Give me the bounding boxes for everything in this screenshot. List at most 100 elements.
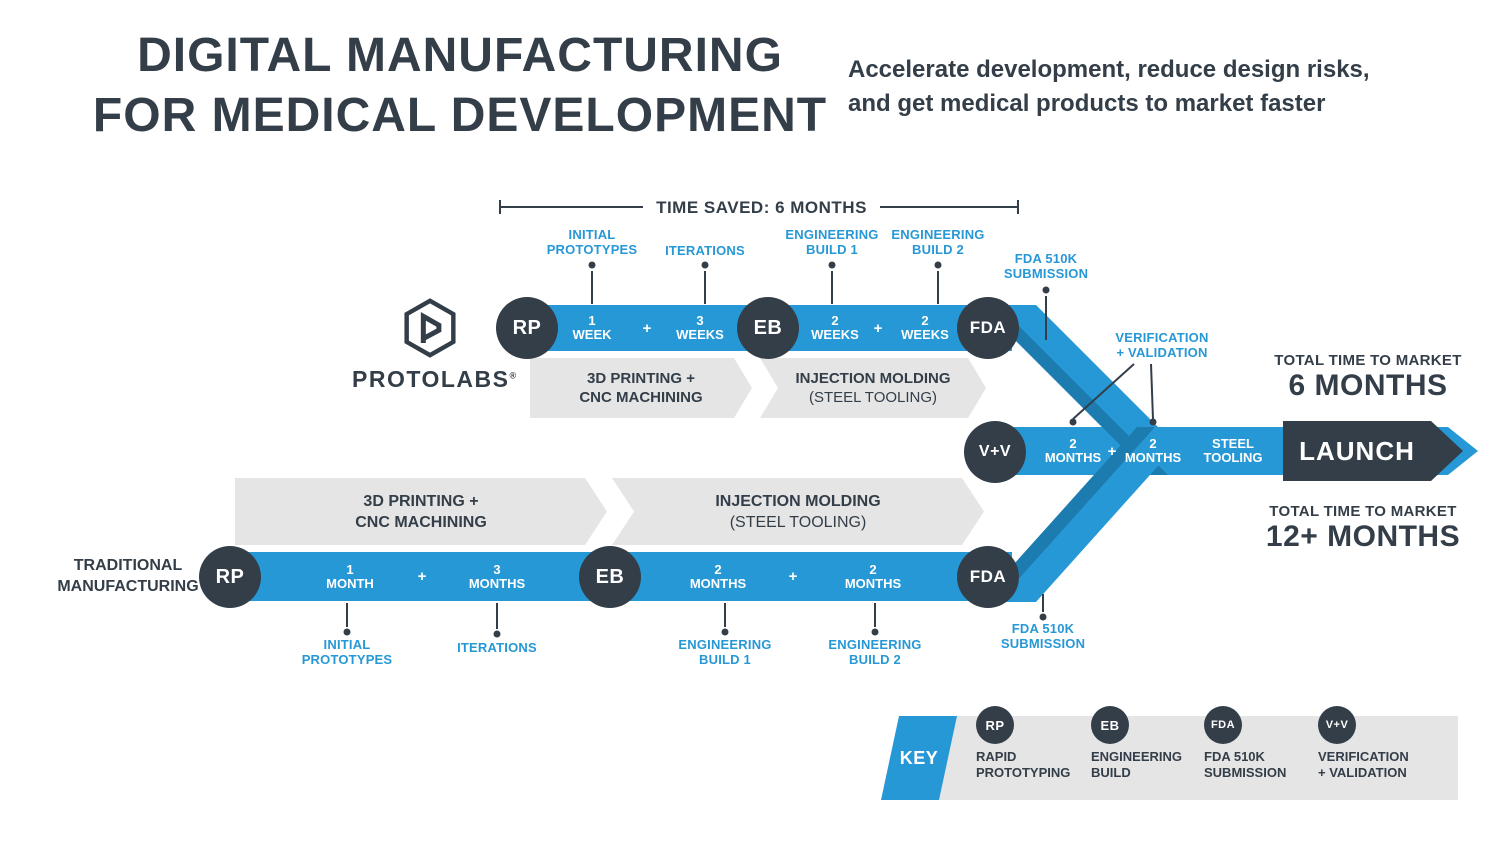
digital-plus-1: + <box>642 319 652 337</box>
digital-callout-engineering-build-1: ENGINEERING BUILD 1 <box>782 227 882 257</box>
key-badge-eb: EB <box>1091 706 1129 744</box>
seg-unit: MONTHS <box>1124 450 1182 465</box>
traditional-callout-initial-prototypes: INITIAL PROTOTYPES <box>297 637 397 667</box>
digital-callout-fda-510k: FDA 510K SUBMISSION <box>996 251 1096 281</box>
key-item-line: FDA 510K <box>1204 749 1265 764</box>
callout-line: BUILD 2 <box>849 652 901 667</box>
digital-seg-1: 1 WEEK <box>562 305 622 351</box>
key-title: KEY <box>899 747 939 768</box>
launch-arrow <box>1283 421 1463 481</box>
phase-box-text: (STEEL TOOLING) <box>729 513 867 531</box>
callout-line: ENGINEERING <box>891 227 985 242</box>
seg-number: 2 <box>921 313 929 328</box>
seg-number: 2 <box>1069 436 1077 451</box>
key-item-line: + VALIDATION <box>1318 765 1407 780</box>
seg-number: 1 <box>588 313 596 328</box>
page-title: DIGITAL MANUFACTURING FOR MEDICAL DEVELO… <box>90 26 830 146</box>
traditional-node-rp: RP <box>199 546 261 608</box>
traditional-seg-1: 1 MONTH <box>320 552 380 601</box>
seg-unit: MONTHS <box>844 575 902 591</box>
seg-unit: MONTHS <box>689 575 747 591</box>
key-item-verification-validation: VERIFICATION + VALIDATION <box>1318 749 1428 781</box>
merge-callout-verification-validation: VERIFICATION + VALIDATION <box>1106 330 1218 360</box>
protolabs-logo-icon <box>404 298 456 358</box>
digital-node-eb: EB <box>737 297 799 359</box>
digital-total-label: TOTAL TIME TO MARKET <box>1274 352 1462 369</box>
digital-seg-3: 2 WEEKS <box>805 305 865 351</box>
digital-node-fda: FDA <box>957 297 1019 359</box>
digital-callout-engineering-build-2: ENGINEERING BUILD 2 <box>888 227 988 257</box>
traditional-plus-2: + <box>788 568 798 585</box>
key-badge-rp: RP <box>976 706 1014 744</box>
seg-number: 2 <box>1149 436 1157 451</box>
seg-unit: MONTHS <box>468 575 526 591</box>
seg-unit: MONTHS <box>1044 450 1102 465</box>
key-item-line: VERIFICATION <box>1318 749 1409 764</box>
seg-number: 2 <box>869 561 877 577</box>
merge-node-vv: V+V <box>964 421 1026 483</box>
callout-line: INITIAL <box>568 227 616 242</box>
callout-line: SUBMISSION <box>1000 636 1086 651</box>
key-item-line: ENGINEERING <box>1091 749 1183 764</box>
merge-seg-2: 2 MONTHS <box>1123 427 1183 475</box>
callout-line: BUILD 2 <box>912 242 964 257</box>
traditional-total-value: 12+ MONTHS <box>1265 520 1461 553</box>
callout-line: VERIFICATION <box>1115 330 1209 345</box>
seg-unit: WEEKS <box>676 327 724 342</box>
callout-line: FDA 510K <box>1011 621 1075 636</box>
time-saved-bracket <box>499 200 1019 214</box>
key-badge-fda: FDA <box>1204 706 1242 744</box>
traditional-seg-4: 2 MONTHS <box>843 552 903 601</box>
digital-seg-2: 3 WEEKS <box>670 305 730 351</box>
key-item-rapid-prototyping: RAPID PROTOTYPING <box>976 749 1086 781</box>
seg-unit: WEEKS <box>811 327 859 342</box>
phase-box-text: CNC MACHINING <box>355 513 487 531</box>
seg-unit: MONTH <box>326 575 374 591</box>
traditional-callout-engineering-build-2: ENGINEERING BUILD 2 <box>825 637 925 667</box>
callout-line: BUILD 1 <box>806 242 858 257</box>
merge-seg-1: 2 MONTHS <box>1043 427 1103 475</box>
callout-line: INITIAL <box>323 637 371 652</box>
seg-number: 2 <box>714 561 722 577</box>
page-subtitle: Accelerate development, reduce design ri… <box>848 53 1428 121</box>
callout-line: FDA 510K <box>1014 251 1078 266</box>
registered-mark: ® <box>509 370 518 381</box>
traditional-phase-box-3d-printing: 3D PRINTING + CNC MACHINING <box>235 478 607 545</box>
phase-box-text: INJECTION MOLDING <box>715 492 881 510</box>
page-subtitle-line2: and get medical products to market faste… <box>848 90 1326 117</box>
digital-phase-box-3d-printing: 3D PRINTING + CNC MACHINING <box>530 358 752 418</box>
seg-number: 2 <box>831 313 839 328</box>
traditional-total-label: TOTAL TIME TO MARKET <box>1269 503 1457 520</box>
traditional-seg-2: 3 MONTHS <box>467 552 527 601</box>
key-item-line: SUBMISSION <box>1204 765 1287 780</box>
callout-line: ENGINEERING <box>828 637 922 652</box>
digital-callout-connectors <box>588 261 1050 340</box>
traditional-callout-fda-510k: FDA 510K SUBMISSION <box>993 621 1093 651</box>
seg-unit: WEEK <box>572 327 612 342</box>
phase-box-text: CNC MACHINING <box>579 389 703 406</box>
traditional-callout-engineering-build-1: ENGINEERING BUILD 1 <box>675 637 775 667</box>
steel-line: TOOLING <box>1203 450 1263 465</box>
callout-line: PROTOTYPES <box>301 652 393 667</box>
digital-callout-iterations: ITERATIONS <box>665 243 745 258</box>
traditional-seg-3: 2 MONTHS <box>688 552 748 601</box>
digital-seg-4: 2 WEEKS <box>895 305 955 351</box>
traditional-phase-box-injection-molding: INJECTION MOLDING (STEEL TOOLING) <box>612 478 984 545</box>
page-title-line1: DIGITAL MANUFACTURING <box>137 29 783 82</box>
seg-unit: WEEKS <box>901 327 949 342</box>
callout-line: SUBMISSION <box>1003 266 1089 281</box>
page-title-line2: FOR MEDICAL DEVELOPMENT <box>92 89 828 142</box>
seg-number: 3 <box>493 561 501 577</box>
traditional-callout-iterations: ITERATIONS <box>457 640 537 655</box>
steel-line: STEEL <box>1212 436 1254 451</box>
seg-number: 3 <box>696 313 704 328</box>
traditional-callout-connectors <box>343 594 1047 638</box>
callout-line: BUILD 1 <box>699 652 751 667</box>
track-label-line: TRADITIONAL <box>73 557 183 574</box>
digital-phase-box-injection-molding: INJECTION MOLDING (STEEL TOOLING) <box>760 358 986 418</box>
phase-box-text: INJECTION MOLDING <box>795 370 951 387</box>
merge-plus: + <box>1107 442 1117 460</box>
key-item-line: RAPID <box>976 749 1017 764</box>
